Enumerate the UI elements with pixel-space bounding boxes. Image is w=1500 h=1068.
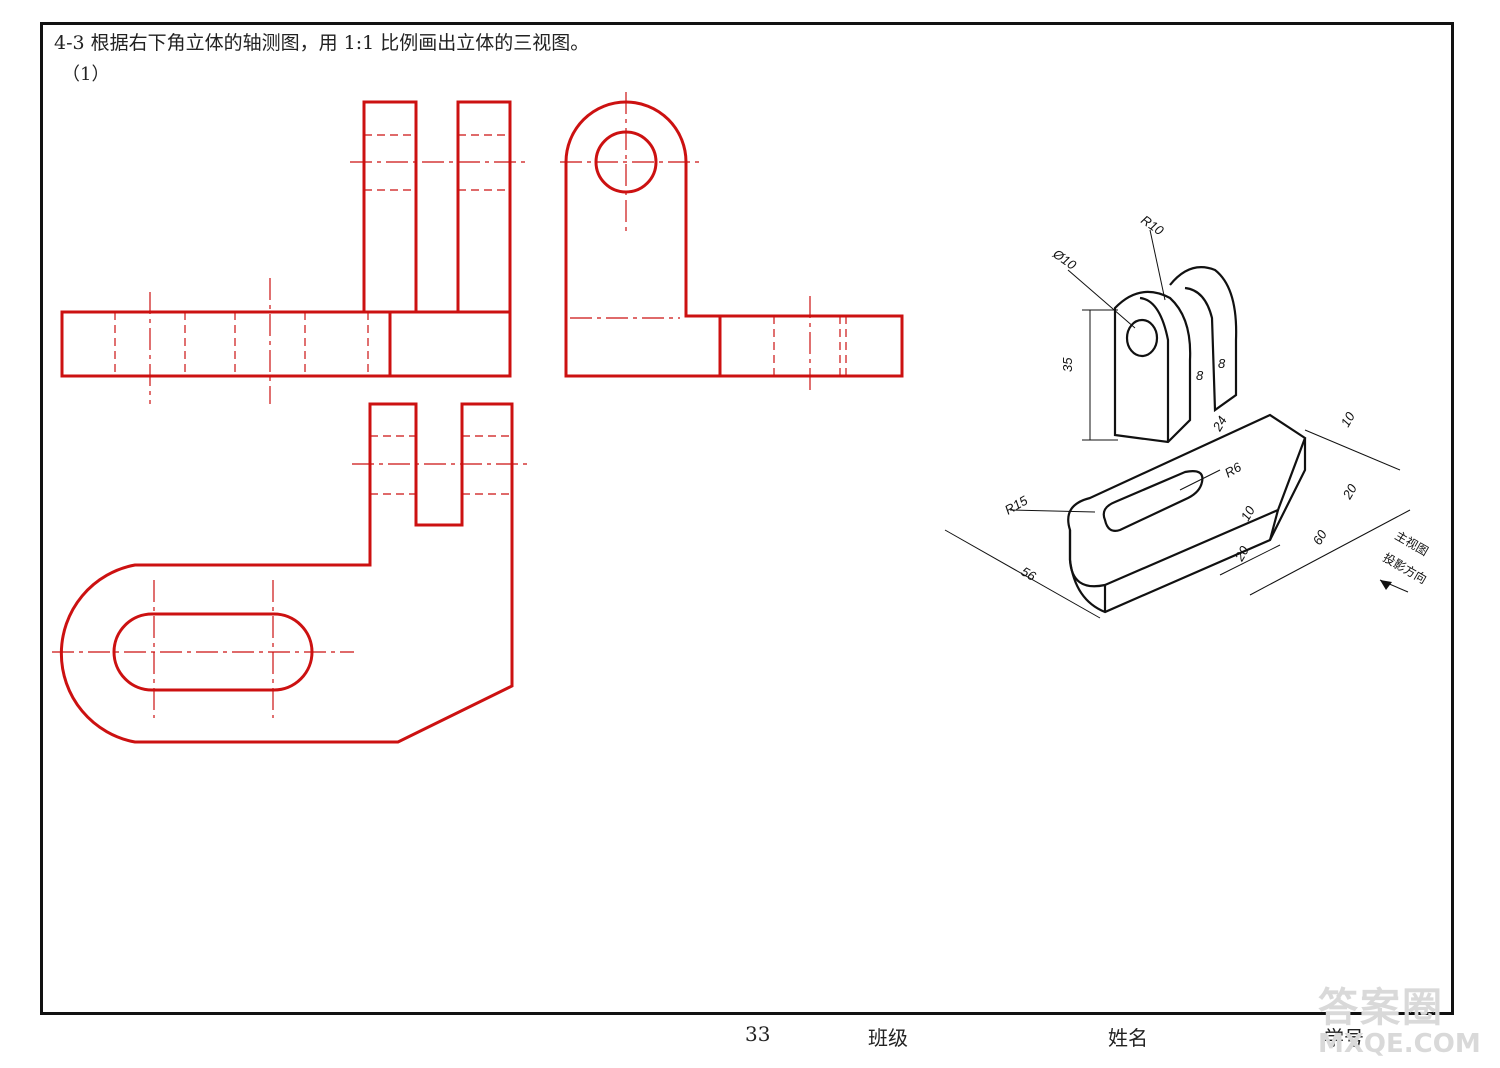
side-view-centerlines [560, 92, 811, 394]
iso-back-lug [1169, 266, 1238, 413]
top-view [59, 402, 514, 744]
dim-20-slot: 20 [1231, 543, 1252, 565]
front-view-hidden [114, 134, 510, 376]
side-view-hidden [773, 316, 847, 376]
drawing-frame [40, 22, 1454, 1015]
top-outline [59, 402, 514, 744]
front-base-outline [60, 310, 512, 378]
footer-page-number: 33 [745, 1022, 771, 1046]
top-view-centerlines [52, 463, 528, 718]
iso-slot [1102, 470, 1204, 532]
dim-24: 24 [1209, 413, 1230, 434]
watermark-line1: 答案圈 [1318, 985, 1444, 1031]
iso-base-top [1067, 413, 1307, 588]
front-left-lug [362, 100, 418, 314]
footer-class-label: 班级 [868, 1026, 908, 1050]
dim-56: 56 [1019, 564, 1040, 585]
direction-arrow-icon [1380, 580, 1392, 590]
dim-10-top: 10 [1338, 409, 1359, 430]
watermark-line2: MXQE.COM [1318, 1029, 1481, 1059]
iso-hole [1125, 318, 1159, 358]
dim-8b: 8 [1218, 356, 1226, 371]
watermark: 答案圈 MXQE.COM [1318, 975, 1496, 1065]
dim-r15: R15 [1002, 492, 1031, 517]
dim-h35: 35 [1060, 357, 1075, 372]
direction-label-1: 主视图 [1393, 528, 1432, 559]
iso-front-lug [1113, 290, 1192, 444]
exercise-sub-index: （1） [62, 64, 110, 85]
isometric-view [1067, 266, 1307, 614]
dim-phi10: Ø10 [1049, 246, 1079, 273]
footer-name-label: 姓名 [1108, 1026, 1148, 1050]
top-slot [112, 612, 314, 692]
side-view [564, 100, 904, 378]
front-view [60, 100, 512, 378]
dim-r6: R6 [1222, 459, 1245, 481]
isometric-dim-labels: Ø10 R10 35 8 8 24 10 R6 R15 10 20 20 60 … [1002, 212, 1431, 586]
dim-8a: 8 [1196, 368, 1204, 383]
dim-r10: R10 [1138, 212, 1167, 238]
dim-20-side: 20 [1339, 481, 1360, 503]
front-right-lug [456, 100, 512, 314]
front-view-centerlines [149, 161, 528, 404]
footer-id-label: 学号 [1324, 1026, 1364, 1050]
exercise-title: 4-3 根据右下角立体的轴测图，用 1:1 比例画出立体的三视图。 [54, 32, 590, 54]
top-view-hidden [370, 435, 512, 495]
side-outline [564, 100, 904, 378]
dim-60: 60 [1310, 527, 1331, 548]
